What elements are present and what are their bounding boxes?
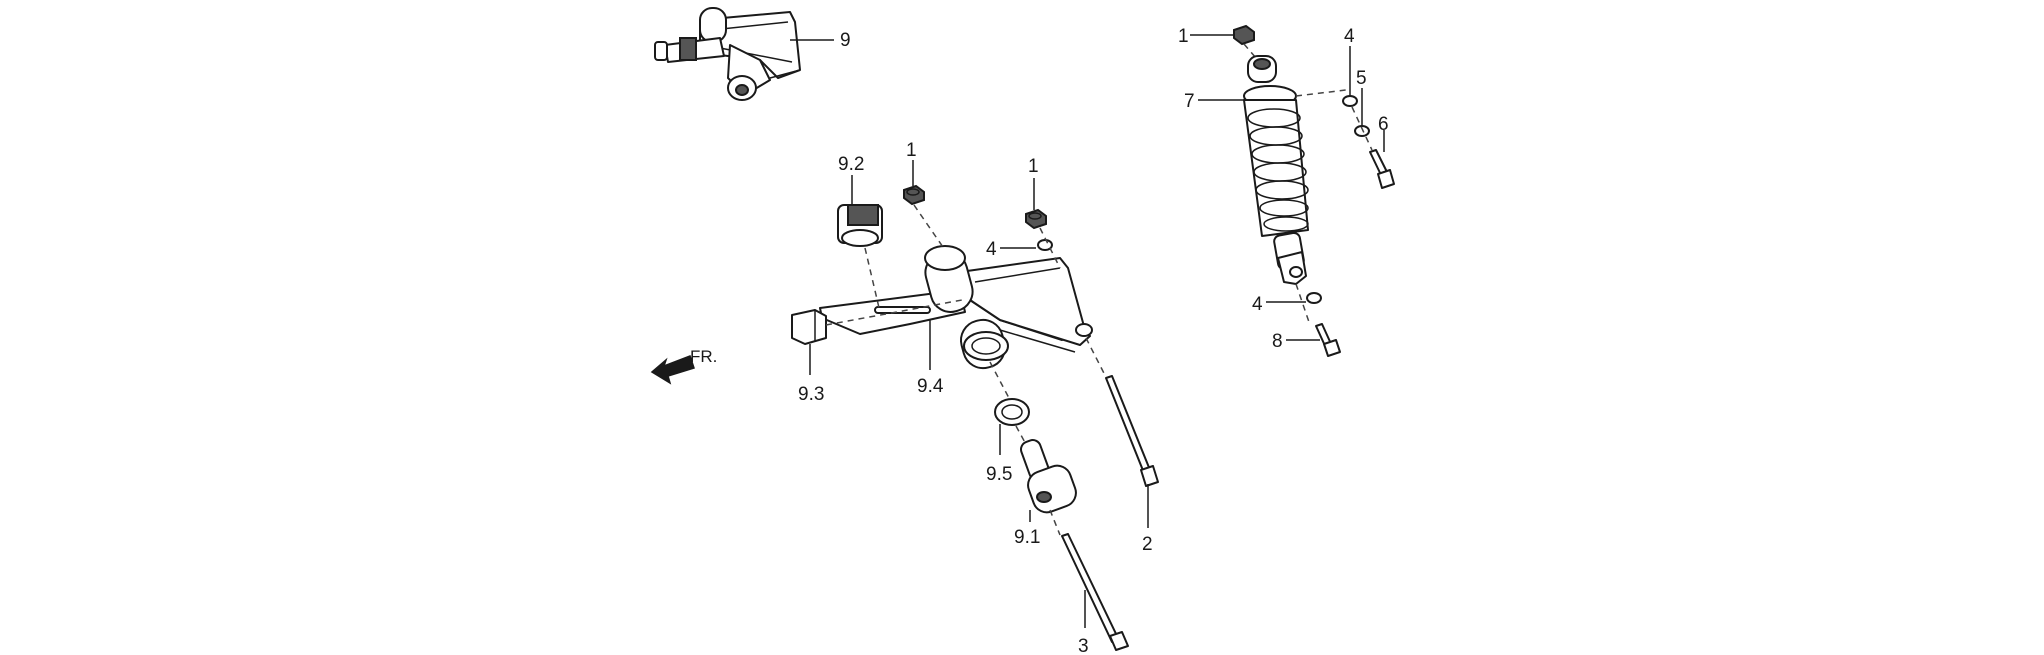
front-direction-indicator: FR.	[650, 347, 717, 385]
callout-4-low: 4	[1252, 294, 1263, 315]
fr-label: FR.	[690, 347, 717, 366]
bolt-3	[1061, 533, 1129, 651]
callout-9: 9	[840, 30, 851, 51]
swingarm-main	[819, 245, 1093, 370]
nut-1-shock-lower	[1025, 208, 1047, 230]
spacer-9-1	[1020, 439, 1077, 514]
axis-shock-bottom	[1295, 283, 1311, 326]
callout-6: 6	[1378, 114, 1389, 135]
callout-9-1: 9.1	[1014, 527, 1040, 548]
callout-9-5: 9.5	[986, 464, 1012, 485]
axis-pivot	[913, 204, 946, 251]
callout-2: 2	[1142, 534, 1153, 555]
washer-4-mid	[1037, 239, 1053, 251]
washer-4-top	[1342, 95, 1358, 107]
callout-8: 8	[1272, 331, 1283, 352]
axis-pivot-lower	[989, 361, 1011, 401]
nut-1-pivot	[903, 184, 925, 206]
callout-1-top: 1	[1178, 26, 1189, 47]
axis-9-5	[1015, 425, 1029, 449]
axis-9-3	[825, 299, 963, 326]
callout-1-left: 1	[906, 140, 917, 161]
bushing-9-2	[837, 204, 883, 247]
callout-9-4: 9.4	[917, 376, 944, 397]
axis-shock-lower	[1039, 227, 1061, 269]
bolt-6	[1369, 149, 1395, 189]
axis-bolt-2	[1085, 337, 1111, 386]
swingarm-assembly-thumbnail	[654, 7, 801, 101]
callout-5: 5	[1356, 68, 1367, 89]
callout-4-mid: 4	[986, 239, 997, 260]
callout-3: 3	[1078, 636, 1089, 655]
callout-9-2: 9.2	[838, 154, 864, 175]
bolt-2	[1105, 375, 1159, 487]
callout-1-mid: 1	[1028, 156, 1039, 177]
callout-7: 7	[1184, 91, 1195, 112]
washer-9-5	[994, 398, 1030, 426]
axis-shock-upper	[1295, 89, 1347, 97]
axis-bolt-3	[1049, 509, 1061, 536]
callout-9-3: 9.3	[798, 384, 824, 405]
rear-shock-absorber	[1233, 24, 1309, 285]
bushing-9-3	[791, 309, 827, 345]
axis-bolt-6	[1351, 106, 1373, 151]
arrow-left-icon	[650, 355, 695, 385]
washer-4-low	[1306, 292, 1322, 304]
bolt-8	[1315, 323, 1341, 357]
callout-4-top: 4	[1344, 26, 1355, 47]
